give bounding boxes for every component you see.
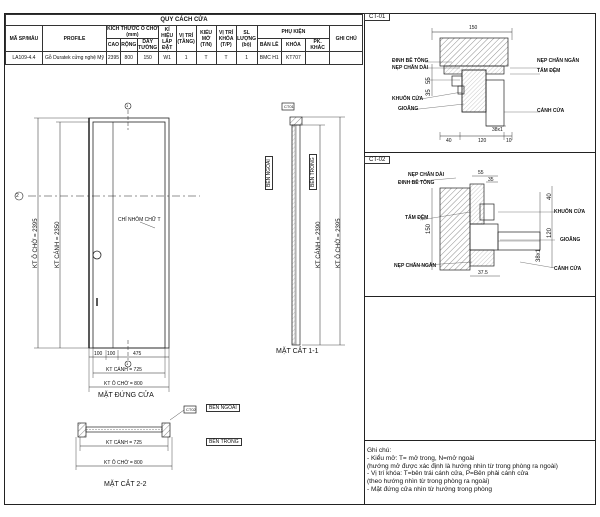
ct01-canh-cua: CÁNH CỬA [537,108,565,114]
ct02-gioang: GIOĂNG [560,237,581,243]
dim-100a: 100 [94,351,103,357]
label-chi-nhom: CHỈ NHÔM CHỮ T [118,217,161,223]
notes-line: - Kiểu mở: T= mở trong, N=mở ngoài [367,454,475,462]
door-frame-outline [88,117,170,349]
section11-ben-trong-box: BÊN TRONG [309,154,317,190]
ct02-dim-120: 120 [547,227,553,238]
marker-1: 1 [126,103,129,108]
section11-ben-ngoai-box: BÊN NGOÀI [265,156,273,190]
ct02-dim-150: 150 [426,223,432,234]
dim-section22-kt-o-cho: KT Ô CHỜ = 800 [104,460,143,466]
notes-line: - Vị trí khóa: T=bên trái cánh cửa, P=Bê… [367,470,529,478]
notes-title: Ghi chú: [367,447,392,454]
ct02-dim-38x1: 38x1 [536,248,542,262]
column-divider [364,13,365,505]
caption-mat-cat-1-1: MẶT CẮT 1-1 [276,348,319,355]
detail-ct01 [409,28,540,140]
section22-ben-ngoai: BÊN NGOÀI [206,404,240,412]
row-divider [364,152,596,153]
ct01-tam-dem: TẤM ĐỆM [537,68,561,74]
cell-kieu-mo: T [195,51,217,65]
door-elevation [14,102,200,392]
ct02-title: CT-02 [364,156,391,164]
col-header: PROFILE [41,25,108,52]
notes-line: - Mặt đứng cửa nhìn từ hướng trong phòng [367,485,493,493]
cell-day-tuong: 150 [136,51,159,65]
ct02-nep-chan-dai: NẸP CHÂN DÀI [408,172,445,178]
ct02-dim-55: 55 [478,170,484,176]
row-divider [364,440,596,441]
ct02-khuon-cua: KHUÔN CỬA [554,209,586,215]
section-2-2 [75,405,197,470]
cell-ghi-chu [329,51,363,65]
notes-line: (hướng mở được xác định là hướng nhìn từ… [367,462,558,470]
ct02-dim-40: 40 [547,193,553,200]
sheet-frame [4,13,596,505]
dim-section11-kt-o-cho: KT Ô CHỜ = 2395 [336,218,342,268]
ct01-dim-40: 40 [446,138,452,144]
ct01-dim-38x1: 38x1 [492,127,503,133]
section11-ben-trong: BÊN TRONG [309,154,317,190]
ct01-dim-10: 10 [506,138,512,144]
ct01-khuon-cua: KHUÔN CỬA [392,96,424,102]
ct01-tag: CT01 [284,104,294,109]
marker-2: 2 [16,193,19,199]
caption-mat-dung: MẶT ĐỨNG CỬA [98,392,154,399]
col-header: MÃ SP/MẪU [5,25,43,52]
ct02-tam-dem: TẤM ĐỆM [405,215,429,221]
section22-ben-trong: BÊN TRONG [206,438,242,446]
ct01-dim-35: 35 [426,89,432,96]
ct01-dim-120: 120 [478,138,487,144]
concrete-wall [439,37,509,67]
section-1-1 [281,102,345,346]
ct02-dinh-be-tong: ĐINH BÊ TÔNG [398,180,435,186]
dim-kt-o-cho-width: KT Ô CHỜ = 800 [104,381,143,387]
concrete-wall [439,187,471,271]
ct02-tag: CT02 [186,407,196,412]
door-knob [92,250,102,260]
cell-profile: Gỗ Duratek cửng nghệ Mỹ [41,51,108,65]
dim-475: 475 [133,351,142,357]
dim-kt-canh-width: KT CÁNH = 725 [106,367,142,373]
section11-ben-ngoai: BÊN NGOÀI [265,156,273,190]
notes-line: (theo hướng nhìn từ trong phòng ra ngoài… [367,478,490,486]
marker-1b: 1 [126,361,129,366]
ct01-dim-150: 150 [469,25,478,31]
dim-section22-kt-canh: KT CÁNH = 725 [106,440,142,446]
ct02-canh-cua: CÁNH CỬA [554,266,582,272]
ct01-dim-55: 55 [426,77,432,84]
spec-table: QUY CÁCH CỬA MÃ SP/MẪU PROFILE KÍCH THƯỚ… [5,14,363,65]
ct02-dim-37-5: 37.5 [478,270,488,276]
detail-ct02 [409,175,556,277]
door-leaf-outline [92,121,166,349]
ct02-dim-35: 35 [488,177,494,183]
ct01-nep-chan-dai: NẸP CHÂN DÀI [392,65,429,71]
ct01-nep-chan-ngan: NẸP CHÂN NGẮN [537,58,580,64]
col-header: GHI CHÚ [329,25,363,52]
ct01-gioang: GIOĂNG [398,106,419,112]
dim-kt-canh-height: KT CÁNH = 2350 [55,221,61,268]
dim-section11-kt-canh: KT CÁNH = 2390 [316,221,322,268]
caption-mat-cat-2-2: MẶT CẮT 2-2 [104,481,147,488]
ct01-dinh-be-tong: ĐINH BÊ TÔNG [392,58,429,64]
cell-pk-khac [305,51,331,65]
dim-kt-o-cho-height: KT Ô CHỜ = 2395 [33,218,39,268]
row-divider [364,296,596,297]
ct02-nep-chan-ngan: NẸP CHÂN NGẮN [394,263,437,269]
notes-block: Ghi chú: - Kiểu mở: T= mở trong, N=mở ng… [367,447,593,494]
dim-100b: 100 [107,351,116,357]
ct01-title: CT-01 [364,13,391,21]
